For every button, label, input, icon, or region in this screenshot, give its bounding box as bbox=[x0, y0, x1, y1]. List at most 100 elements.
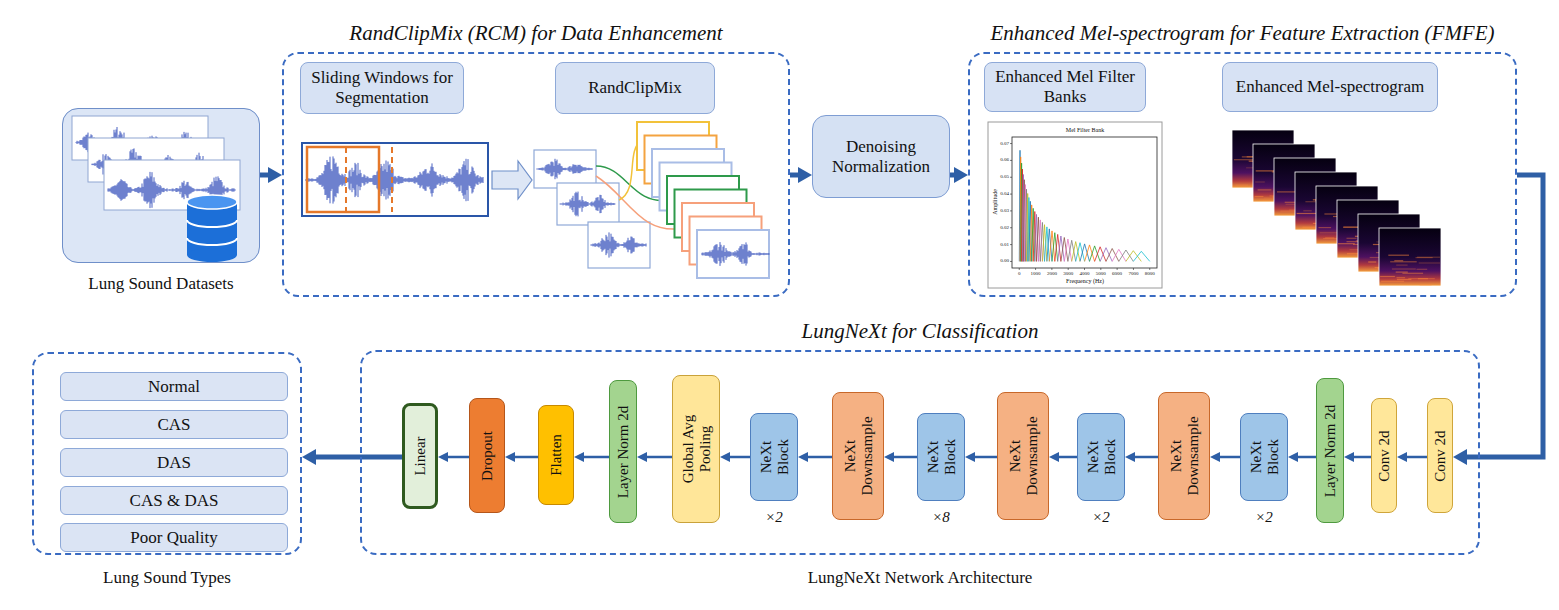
layer-label: Layer Norm 2d bbox=[615, 392, 632, 512]
connector bbox=[1397, 452, 1427, 462]
mel-filter bbox=[1058, 236, 1065, 261]
mixed-clip-frame bbox=[697, 230, 769, 278]
arrowhead bbox=[954, 167, 968, 183]
connector bbox=[1125, 452, 1158, 462]
connector-line bbox=[1297, 456, 1316, 459]
layer-block: Layer Norm 2d bbox=[1316, 378, 1344, 523]
clip-card bbox=[557, 183, 619, 225]
layer-label: NeXt Downsample bbox=[1168, 411, 1201, 501]
axis-tick bbox=[1133, 268, 1134, 270]
tick-label: 8000 bbox=[1138, 271, 1162, 276]
spectrogram-streak bbox=[1388, 255, 1409, 256]
axis-tick bbox=[1010, 160, 1012, 161]
group-caption: LungNeXt Network Architecture bbox=[302, 568, 1538, 588]
axis-tick bbox=[1010, 143, 1012, 144]
axis-title: Amplitude bbox=[992, 172, 998, 232]
tick-label: 0.01 bbox=[989, 242, 1009, 247]
spectrogram-streak bbox=[1397, 277, 1406, 278]
box-label: CAS bbox=[157, 415, 190, 435]
class-box: CAS & DAS bbox=[60, 486, 288, 516]
spectrogram-streak bbox=[1392, 268, 1416, 269]
layer-label: NeXt Block bbox=[758, 435, 791, 479]
arrowhead bbox=[302, 449, 316, 465]
mel-filter bbox=[1072, 242, 1080, 262]
hollow-arrow bbox=[492, 161, 532, 199]
connector-line bbox=[1466, 175, 1543, 457]
mel-filter bbox=[1068, 240, 1076, 261]
spectrogram-streak bbox=[1408, 278, 1435, 279]
arrowhead bbox=[798, 167, 812, 183]
spectrogram-streak bbox=[1402, 273, 1423, 274]
tick-label: 2000 bbox=[1040, 271, 1064, 276]
dataset-panel: Lung Sound Datasets bbox=[62, 108, 260, 263]
mel-filter bbox=[1080, 244, 1090, 262]
waveform bbox=[306, 156, 483, 203]
box-label: Enhanced Mel-spectrogram bbox=[1236, 77, 1424, 97]
connector-line bbox=[950, 173, 955, 178]
layer-label: NeXt Block bbox=[1085, 435, 1118, 479]
mel-filter bbox=[1095, 247, 1106, 262]
connector-line bbox=[646, 456, 672, 459]
axis-tick bbox=[1117, 268, 1118, 270]
waveform bbox=[702, 242, 769, 266]
layer-block: NeXt Downsample bbox=[997, 392, 1049, 520]
spectrogram-streak bbox=[1320, 232, 1337, 233]
panel-caption: Lung Sound Datasets bbox=[23, 274, 299, 294]
box-label: Enhanced Mel Filter Banks bbox=[993, 67, 1137, 106]
connector-line bbox=[974, 456, 997, 459]
axis-tick bbox=[1010, 244, 1012, 245]
layer-block: Conv 2d bbox=[1371, 398, 1397, 513]
repeat-count: ×2 bbox=[1076, 510, 1126, 525]
connector-line bbox=[260, 173, 269, 178]
mel-filter bbox=[1061, 238, 1068, 262]
tick-label: 0.07 bbox=[989, 141, 1009, 146]
connector bbox=[1344, 452, 1371, 462]
group-title: LungNeXt for Classification bbox=[302, 319, 1538, 344]
axis-tick bbox=[1010, 194, 1012, 195]
tick-label: 0.02 bbox=[989, 225, 1009, 230]
arrowhead bbox=[637, 452, 647, 462]
mel-filter bbox=[1133, 251, 1150, 261]
arrowhead bbox=[268, 167, 282, 183]
spectrogram-streak bbox=[1368, 261, 1376, 262]
box-label: RandClipMix bbox=[588, 78, 682, 98]
spectrogram-streak bbox=[1255, 196, 1264, 197]
layer-label: Dropout bbox=[479, 421, 496, 491]
dashed-group: Enhanced Mel-spectrogram for Feature Ext… bbox=[968, 52, 1517, 297]
spectrogram-streak bbox=[1390, 261, 1417, 262]
waveform bbox=[591, 232, 646, 257]
waveform bbox=[560, 192, 615, 217]
layer-label: Conv 2d bbox=[1376, 421, 1393, 491]
box-label: CAS & DAS bbox=[130, 491, 219, 511]
box-label: Sliding Windows for Segmentation bbox=[309, 68, 455, 107]
arrowhead bbox=[1288, 452, 1298, 462]
layer-label: Layer Norm 2d bbox=[1322, 391, 1339, 511]
waveform bbox=[537, 159, 592, 179]
connector bbox=[1049, 452, 1077, 462]
spectrogram-streak bbox=[1397, 279, 1412, 280]
connector-line bbox=[893, 456, 917, 459]
database-icon bbox=[187, 248, 237, 262]
layer-block: NeXt Block bbox=[750, 413, 798, 501]
repeat-count: ×8 bbox=[916, 510, 966, 525]
spectrogram-streak bbox=[1396, 265, 1407, 266]
clip-card bbox=[534, 150, 596, 188]
clip-card bbox=[588, 222, 650, 268]
layer-label: NeXt Block bbox=[925, 435, 958, 479]
layer-label: Global Avg Pooling bbox=[680, 409, 713, 489]
connector-line bbox=[315, 455, 402, 460]
spectrogram-streak bbox=[1235, 185, 1248, 186]
sliding-window bbox=[307, 147, 379, 212]
arrowhead bbox=[1049, 452, 1059, 462]
label-box: Enhanced Mel-spectrogram bbox=[1222, 62, 1438, 112]
connector bbox=[950, 167, 968, 183]
spectrogram-streak bbox=[1420, 284, 1432, 285]
layer-label: Conv 2d bbox=[1432, 421, 1449, 491]
plot-axes bbox=[1012, 137, 1157, 268]
connector bbox=[438, 452, 469, 462]
arrowhead bbox=[1453, 449, 1467, 465]
database-band bbox=[187, 220, 237, 227]
mel-filter bbox=[1106, 249, 1119, 262]
connector bbox=[720, 452, 750, 462]
mel-filter bbox=[1022, 169, 1024, 261]
